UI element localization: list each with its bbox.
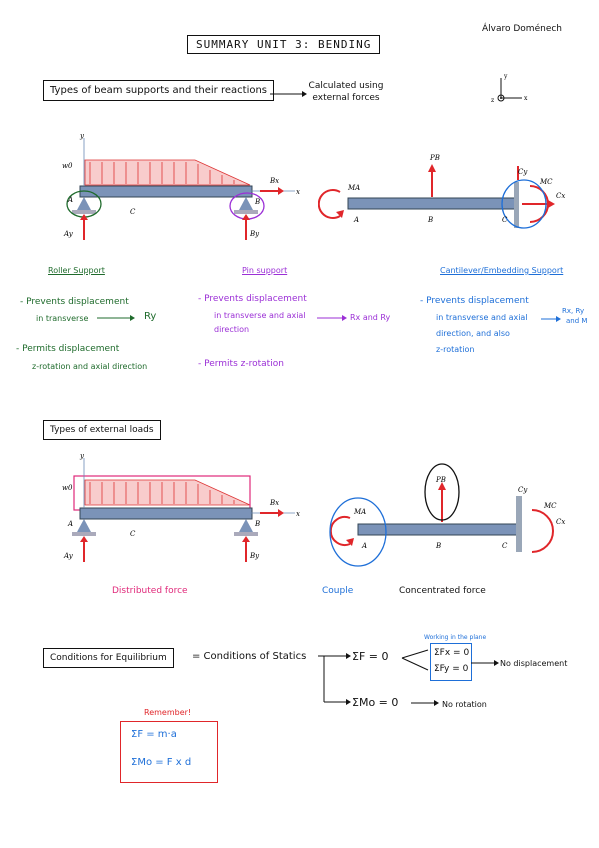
beam-diagram-loads: y w0 x A B C Ay By Bx — [62, 452, 300, 562]
newton-equation: ΣF = m·a — [131, 729, 177, 740]
label-Cx2: Cx — [556, 518, 565, 526]
label-By2: By — [249, 552, 260, 560]
branch-arrows — [318, 653, 351, 705]
sum-f-equation: ΣF = 0 — [352, 650, 389, 663]
section-heading-loads: Types of external loads — [43, 420, 161, 440]
split-arrows — [401, 649, 429, 671]
cantilever-detail3: z-rotation — [436, 345, 475, 354]
remember-box: ΣF = m·a ΣMo = F x d — [120, 721, 218, 783]
sum-m-equation: ΣMo = 0 — [352, 696, 399, 709]
label-A: A — [67, 196, 73, 204]
arrow-right-icon — [411, 700, 439, 706]
roller-permits-detail: z-rotation and axial direction — [32, 362, 148, 371]
arrow-right-icon — [97, 315, 135, 321]
roller-prevents: - Prevents displacement — [20, 297, 129, 307]
concentrated-label: Concentrated force — [399, 586, 486, 596]
roller-permits: - Permits displacement — [16, 344, 120, 354]
cantilever-title: Cantilever/Embedding Support — [440, 266, 564, 275]
page-title: SUMMARY UNIT 3: BENDING — [187, 35, 381, 54]
cantilever-detail2: direction, and also — [436, 329, 510, 338]
distributed-label: Distributed force — [112, 586, 188, 596]
pin-prevents-detail1: in transverse and axial — [214, 311, 306, 320]
arrow-right-icon — [471, 660, 499, 666]
label-B3: B — [254, 520, 260, 528]
label-Ay2: Ay — [63, 552, 74, 560]
no-rotation: No rotation — [442, 700, 487, 709]
note-external-forces: Calculated using external forces — [308, 81, 384, 103]
cantilever-loads-diagram: PB MA A B C Cy MC Cx — [329, 463, 565, 567]
label-w0-2: w0 — [62, 484, 73, 492]
label-A2: A — [353, 216, 359, 224]
axes-icon: y x z — [491, 73, 528, 104]
label-w0: w0 — [62, 162, 73, 170]
pin-title: Pin support — [242, 266, 288, 275]
label-C2: C — [502, 216, 508, 224]
remember-label: Remember! — [144, 708, 192, 717]
cantilever-prevents: - Prevents displacement — [420, 296, 529, 306]
plane-box: ΣFx = 0 ΣFy = 0 — [430, 643, 472, 681]
no-displacement: No displacement — [500, 659, 568, 668]
roller-prevents-detail: in transverse — [36, 314, 89, 323]
label-Bx2: Bx — [269, 499, 279, 507]
roller-reaction: Ry — [144, 311, 157, 322]
cantilever-detail1: in transverse and axial — [436, 313, 528, 322]
pin-prevents-detail2: direction — [214, 325, 250, 334]
label-MC2: MC — [543, 502, 557, 510]
pin-reaction: Rx and Ry — [350, 313, 391, 322]
pin-prevents: - Prevents displacement — [198, 294, 307, 304]
label-x: x — [296, 188, 300, 196]
label-A4: A — [361, 542, 367, 550]
label-MA: MA — [347, 184, 360, 192]
label-MA2: MA — [353, 508, 366, 516]
section-heading-equilibrium: Conditions for Equilibrium — [43, 648, 174, 668]
conditions-statics: = Conditions of Statics — [192, 651, 307, 662]
label-B4: B — [435, 542, 441, 550]
label-Ay: Ay — [63, 230, 74, 238]
moment-equation: ΣMo = F x d — [131, 757, 192, 768]
label-C: C — [130, 208, 136, 216]
couple-label: Couple — [322, 586, 354, 596]
label-y2: y — [79, 452, 85, 460]
cantilever-reaction1: Rx, Ry — [562, 307, 585, 315]
label-C3: C — [130, 530, 136, 538]
label-B2: B — [427, 216, 433, 224]
label-By: By — [249, 230, 260, 238]
beam-diagram-supports: y w0 x A B C Ay By Bx — [62, 132, 300, 240]
label-Cy: Cy — [518, 168, 528, 176]
label-Cy2: Cy — [518, 486, 528, 494]
section-heading-supports: Types of beam supports and their reactio… — [43, 80, 275, 101]
label-PB: PB — [429, 154, 440, 162]
roller-title: Roller Support — [48, 266, 105, 275]
label-C4: C — [502, 542, 508, 550]
cantilever-reaction2: and M — [566, 317, 588, 325]
author-name: Álvaro Doménech — [482, 24, 563, 34]
label-Cx: Cx — [556, 192, 565, 200]
label-Bx: Bx — [269, 177, 279, 185]
arrow-right-icon — [270, 91, 307, 97]
arrow-right-icon — [317, 315, 347, 321]
label-A3: A — [67, 520, 73, 528]
label-y: y — [79, 132, 85, 140]
svg-text:z: z — [491, 97, 494, 104]
note-plane: Working in the plane — [424, 634, 487, 641]
label-B: B — [254, 198, 260, 206]
pin-permits: - Permits z-rotation — [198, 359, 284, 369]
svg-text:y: y — [503, 73, 508, 80]
sum-fx-equation: ΣFx = 0 — [434, 648, 470, 658]
label-PB2: PB — [435, 476, 446, 484]
sum-fy-equation: ΣFy = 0 — [434, 664, 469, 674]
label-MC: MC — [539, 178, 553, 186]
svg-text:x: x — [524, 95, 528, 102]
cantilever-diagram: PB MA A B C Cy MC Cx — [318, 154, 565, 229]
label-x2: x — [296, 510, 300, 518]
arrow-right-icon — [541, 316, 561, 322]
